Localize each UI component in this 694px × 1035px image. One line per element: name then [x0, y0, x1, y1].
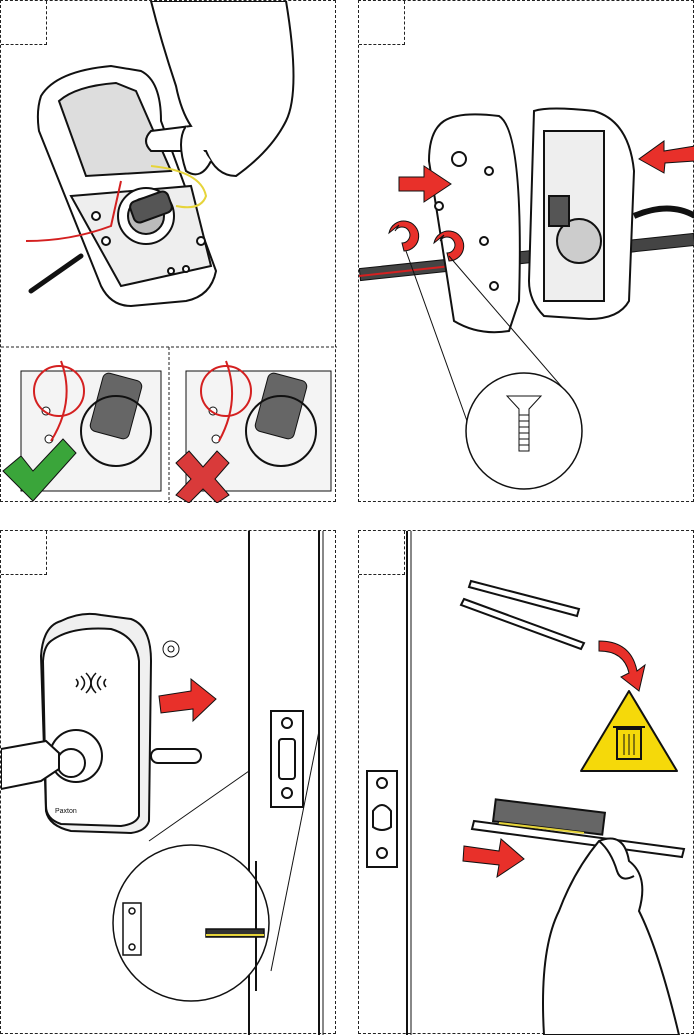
step-1-illustration	[1, 1, 337, 503]
step-3-illustration: Paxton	[1, 531, 337, 1035]
step-4-illustration	[359, 531, 694, 1035]
red-curved-arrow-icon	[599, 641, 645, 691]
step-2-illustration	[359, 1, 694, 503]
red-arrow-left-icon	[639, 141, 694, 173]
hand-illustration	[146, 1, 294, 176]
step-4-panel	[358, 530, 694, 1034]
small-screw-icon	[163, 641, 179, 657]
red-arrow-right-icon	[463, 839, 524, 877]
step-1-panel	[0, 0, 336, 502]
step-2-panel	[358, 0, 694, 502]
trash-warning-icon	[581, 691, 677, 771]
step-3-panel: Paxton	[0, 530, 336, 1034]
discarded-rods	[461, 581, 584, 649]
door-latch-plate	[367, 771, 397, 867]
reader-brand-label: Paxton	[55, 808, 77, 815]
hand-illustration	[543, 839, 679, 1035]
red-arrow-right-icon	[159, 679, 216, 721]
door-latch-plate	[271, 711, 303, 807]
back-plate	[429, 114, 520, 332]
reader-body-open	[529, 109, 634, 320]
reader-unit-closed	[41, 614, 151, 833]
